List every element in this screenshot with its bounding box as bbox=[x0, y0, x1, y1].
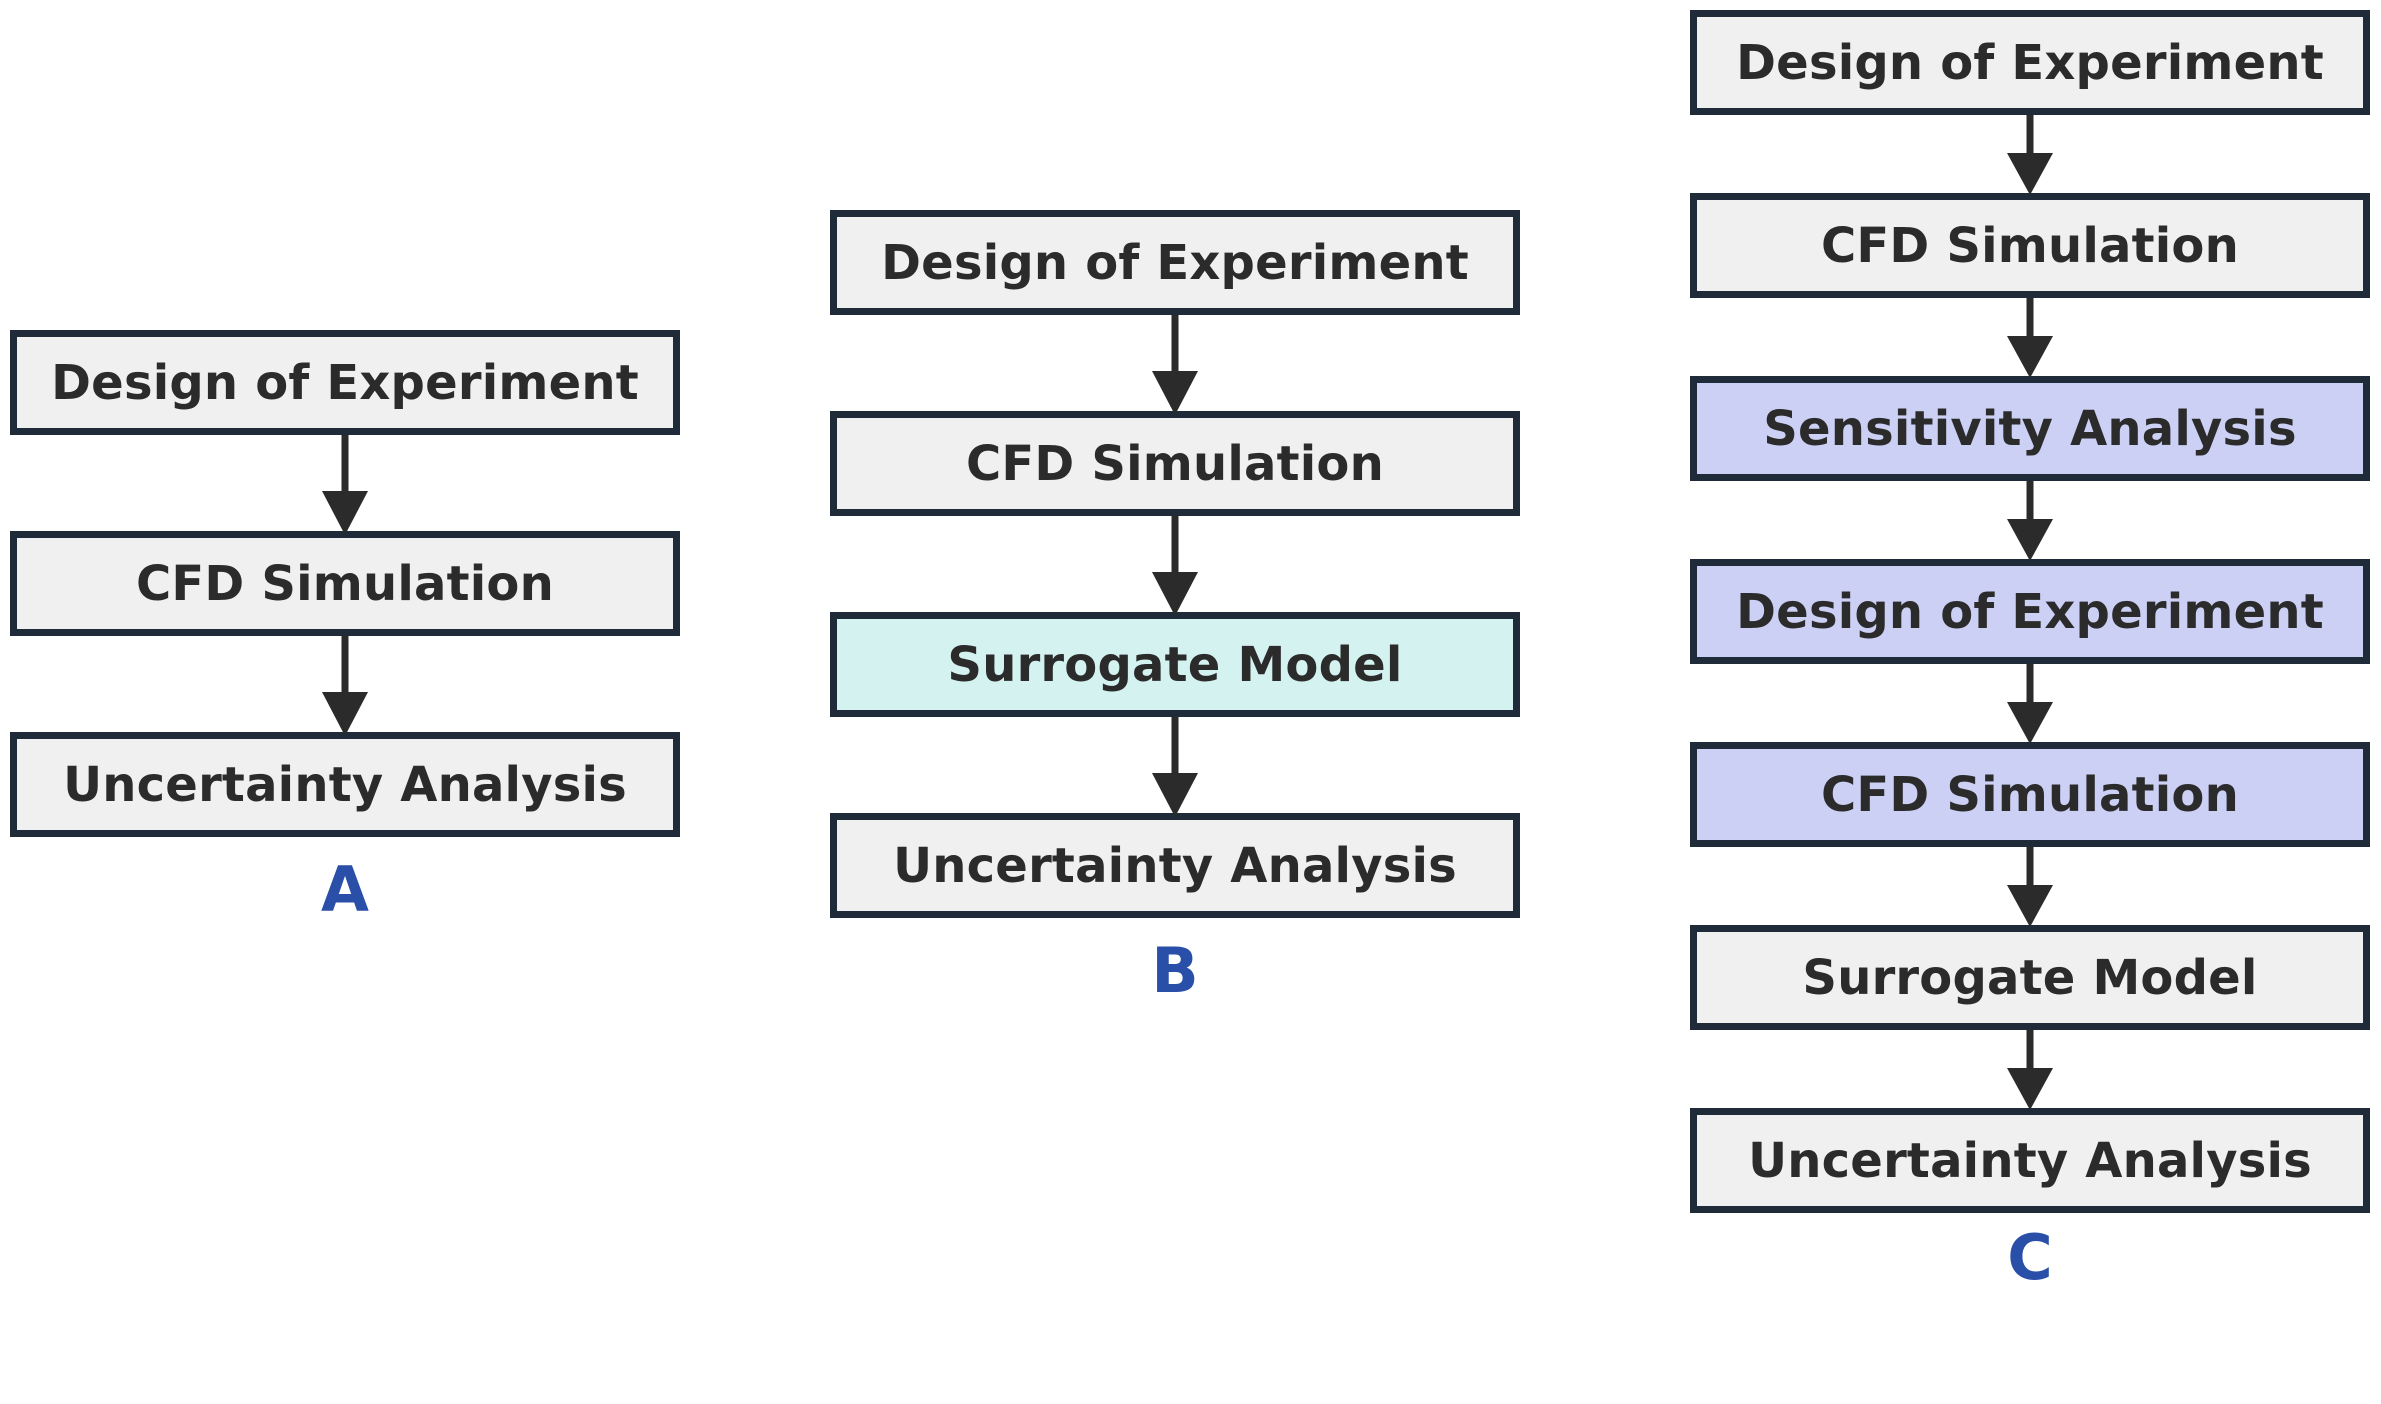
node-cfd-simulation: CFD Simulation bbox=[1690, 193, 2370, 298]
node-cfd-simulation: CFD Simulation bbox=[830, 411, 1520, 516]
node-label: Surrogate Model bbox=[947, 636, 1403, 693]
arrow-connector bbox=[830, 315, 1520, 415]
node-label: Design of Experiment bbox=[1736, 34, 2324, 91]
node-design-of-experiment: Design of Experiment bbox=[10, 330, 680, 435]
node-label: CFD Simulation bbox=[136, 555, 554, 612]
arrow-shaft bbox=[1171, 315, 1179, 377]
arrow-connector bbox=[830, 516, 1520, 616]
node-label: Design of Experiment bbox=[1736, 583, 2324, 640]
arrow-head-icon bbox=[2007, 1068, 2053, 1110]
arrow-shaft bbox=[2026, 847, 2034, 891]
arrow-shaft bbox=[341, 636, 349, 698]
node-label: CFD Simulation bbox=[966, 435, 1384, 492]
arrow-head-icon bbox=[2007, 885, 2053, 927]
arrow-shaft bbox=[2026, 664, 2034, 708]
arrow-head-icon bbox=[2007, 153, 2053, 195]
arrow-shaft bbox=[1171, 717, 1179, 779]
arrow-head-icon bbox=[1152, 572, 1198, 616]
arrow-head-icon bbox=[2007, 336, 2053, 378]
node-surrogate-model: Surrogate Model bbox=[1690, 925, 2370, 1030]
panel-label-c: C bbox=[2007, 1221, 2053, 1294]
node-label: Uncertainty Analysis bbox=[1748, 1132, 2312, 1189]
arrow-shaft bbox=[2026, 298, 2034, 342]
node-label: Design of Experiment bbox=[51, 354, 639, 411]
arrow-shaft bbox=[341, 435, 349, 497]
node-label: Design of Experiment bbox=[881, 234, 1469, 291]
arrow-head-icon bbox=[322, 491, 368, 535]
arrow-connector bbox=[830, 717, 1520, 817]
node-label: Uncertainty Analysis bbox=[893, 837, 1457, 894]
arrow-head-icon bbox=[1152, 773, 1198, 817]
flowchart-panel-a: Design of Experiment CFD Simulation Unce… bbox=[10, 330, 680, 921]
node-label: Sensitivity Analysis bbox=[1763, 400, 2297, 457]
arrow-head-icon bbox=[2007, 519, 2053, 561]
panel-label-a: A bbox=[321, 853, 369, 926]
node-label: CFD Simulation bbox=[1821, 217, 2239, 274]
node-uncertainty-analysis: Uncertainty Analysis bbox=[830, 813, 1520, 918]
flowchart-panel-c: Design of Experiment CFD Simulation Sens… bbox=[1690, 10, 2370, 1289]
arrow-connector bbox=[10, 636, 680, 736]
arrow-head-icon bbox=[1152, 371, 1198, 415]
node-design-of-experiment: Design of Experiment bbox=[1690, 10, 2370, 115]
arrow-shaft bbox=[2026, 115, 2034, 159]
arrow-connector bbox=[1690, 481, 2370, 561]
arrow-shaft bbox=[2026, 1030, 2034, 1074]
arrow-connector bbox=[1690, 847, 2370, 927]
node-cfd-simulation: CFD Simulation bbox=[10, 531, 680, 636]
node-label: Surrogate Model bbox=[1802, 949, 2258, 1006]
arrow-head-icon bbox=[2007, 702, 2053, 744]
node-sensitivity-analysis: Sensitivity Analysis bbox=[1690, 376, 2370, 481]
arrow-shaft bbox=[1171, 516, 1179, 578]
arrow-connector bbox=[1690, 664, 2370, 744]
node-uncertainty-analysis: Uncertainty Analysis bbox=[10, 732, 680, 837]
node-label: Uncertainty Analysis bbox=[63, 756, 627, 813]
node-design-of-experiment-2: Design of Experiment bbox=[1690, 559, 2370, 664]
arrow-shaft bbox=[2026, 481, 2034, 525]
node-surrogate-model: Surrogate Model bbox=[830, 612, 1520, 717]
panel-label-b: B bbox=[1151, 934, 1199, 1007]
arrow-connector bbox=[1690, 298, 2370, 378]
node-uncertainty-analysis: Uncertainty Analysis bbox=[1690, 1108, 2370, 1213]
node-design-of-experiment: Design of Experiment bbox=[830, 210, 1520, 315]
arrow-head-icon bbox=[322, 692, 368, 736]
arrow-connector bbox=[1690, 115, 2370, 195]
arrow-connector bbox=[1690, 1030, 2370, 1110]
node-label: CFD Simulation bbox=[1821, 766, 2239, 823]
flowchart-panel-b: Design of Experiment CFD Simulation Surr… bbox=[830, 210, 1520, 1002]
node-cfd-simulation-2: CFD Simulation bbox=[1690, 742, 2370, 847]
arrow-connector bbox=[10, 435, 680, 535]
